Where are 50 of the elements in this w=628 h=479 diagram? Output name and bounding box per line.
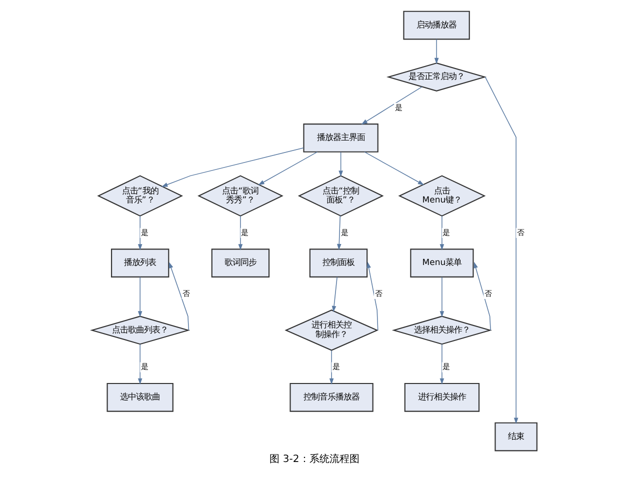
node-diamond: 点击“控制面板”？ (297, 175, 384, 217)
node-box: 进行相关操作 (404, 382, 480, 412)
arrow (336, 215, 341, 250)
edge-label: 是 (340, 228, 348, 237)
node-diamond: 选择相关操作？ (391, 316, 492, 345)
arrow (328, 350, 334, 385)
edge-label: 是 (394, 102, 402, 112)
edge-label: 否 (516, 228, 524, 237)
node-diamond: 点击歌曲列表？ (90, 316, 190, 345)
node-box: 播放列表 (110, 248, 169, 278)
arrow (360, 86, 422, 125)
edge-label: 否 (374, 288, 382, 298)
edge-label: 是 (332, 362, 340, 372)
edge-label: 是 (442, 228, 450, 237)
arrow (364, 152, 424, 186)
node-box: 结束 (494, 422, 537, 452)
arrow (168, 262, 189, 331)
arrow (434, 38, 438, 64)
node-diamond: 点击“歌词秀秀”？ (197, 175, 283, 217)
arrow (331, 276, 337, 312)
node-box: 控制音乐播放器 (289, 382, 373, 412)
arrow (238, 216, 242, 250)
node-diamond: 进行相关控制操作？ (284, 310, 378, 351)
node-diamond: 是否正常启动？ (386, 62, 486, 92)
node-box: 控制面板 (308, 248, 368, 278)
node-box: Menu菜单 (410, 248, 474, 278)
edge-label: 否 (182, 288, 190, 298)
edge-label: 是 (140, 362, 148, 372)
arrow (137, 344, 142, 385)
edge-label: 否 (484, 288, 492, 298)
arrow (473, 262, 490, 331)
node-box: 选中该歌曲 (106, 382, 173, 412)
arrow (137, 276, 142, 318)
arrow (258, 152, 318, 186)
caption: 图 3-2：系统流程图 (269, 454, 359, 465)
arrow (366, 262, 378, 331)
arrow (160, 148, 304, 187)
node-box: 播放器主界面 (302, 124, 378, 152)
node-diamond: 点击Menu键？ (398, 175, 486, 217)
arrow (439, 216, 444, 250)
edge-label: 是 (240, 228, 249, 237)
node-diamond: 点击“我的音乐”？ (96, 175, 183, 217)
arrow (439, 276, 444, 318)
node-box: 启动播放器 (402, 10, 470, 40)
edge-label: 是 (442, 362, 450, 372)
arrow (338, 152, 342, 177)
edge-label: 是 (140, 228, 148, 237)
node-box: 歌词同步 (210, 248, 270, 278)
arrow (439, 344, 444, 384)
arrow (137, 216, 142, 250)
